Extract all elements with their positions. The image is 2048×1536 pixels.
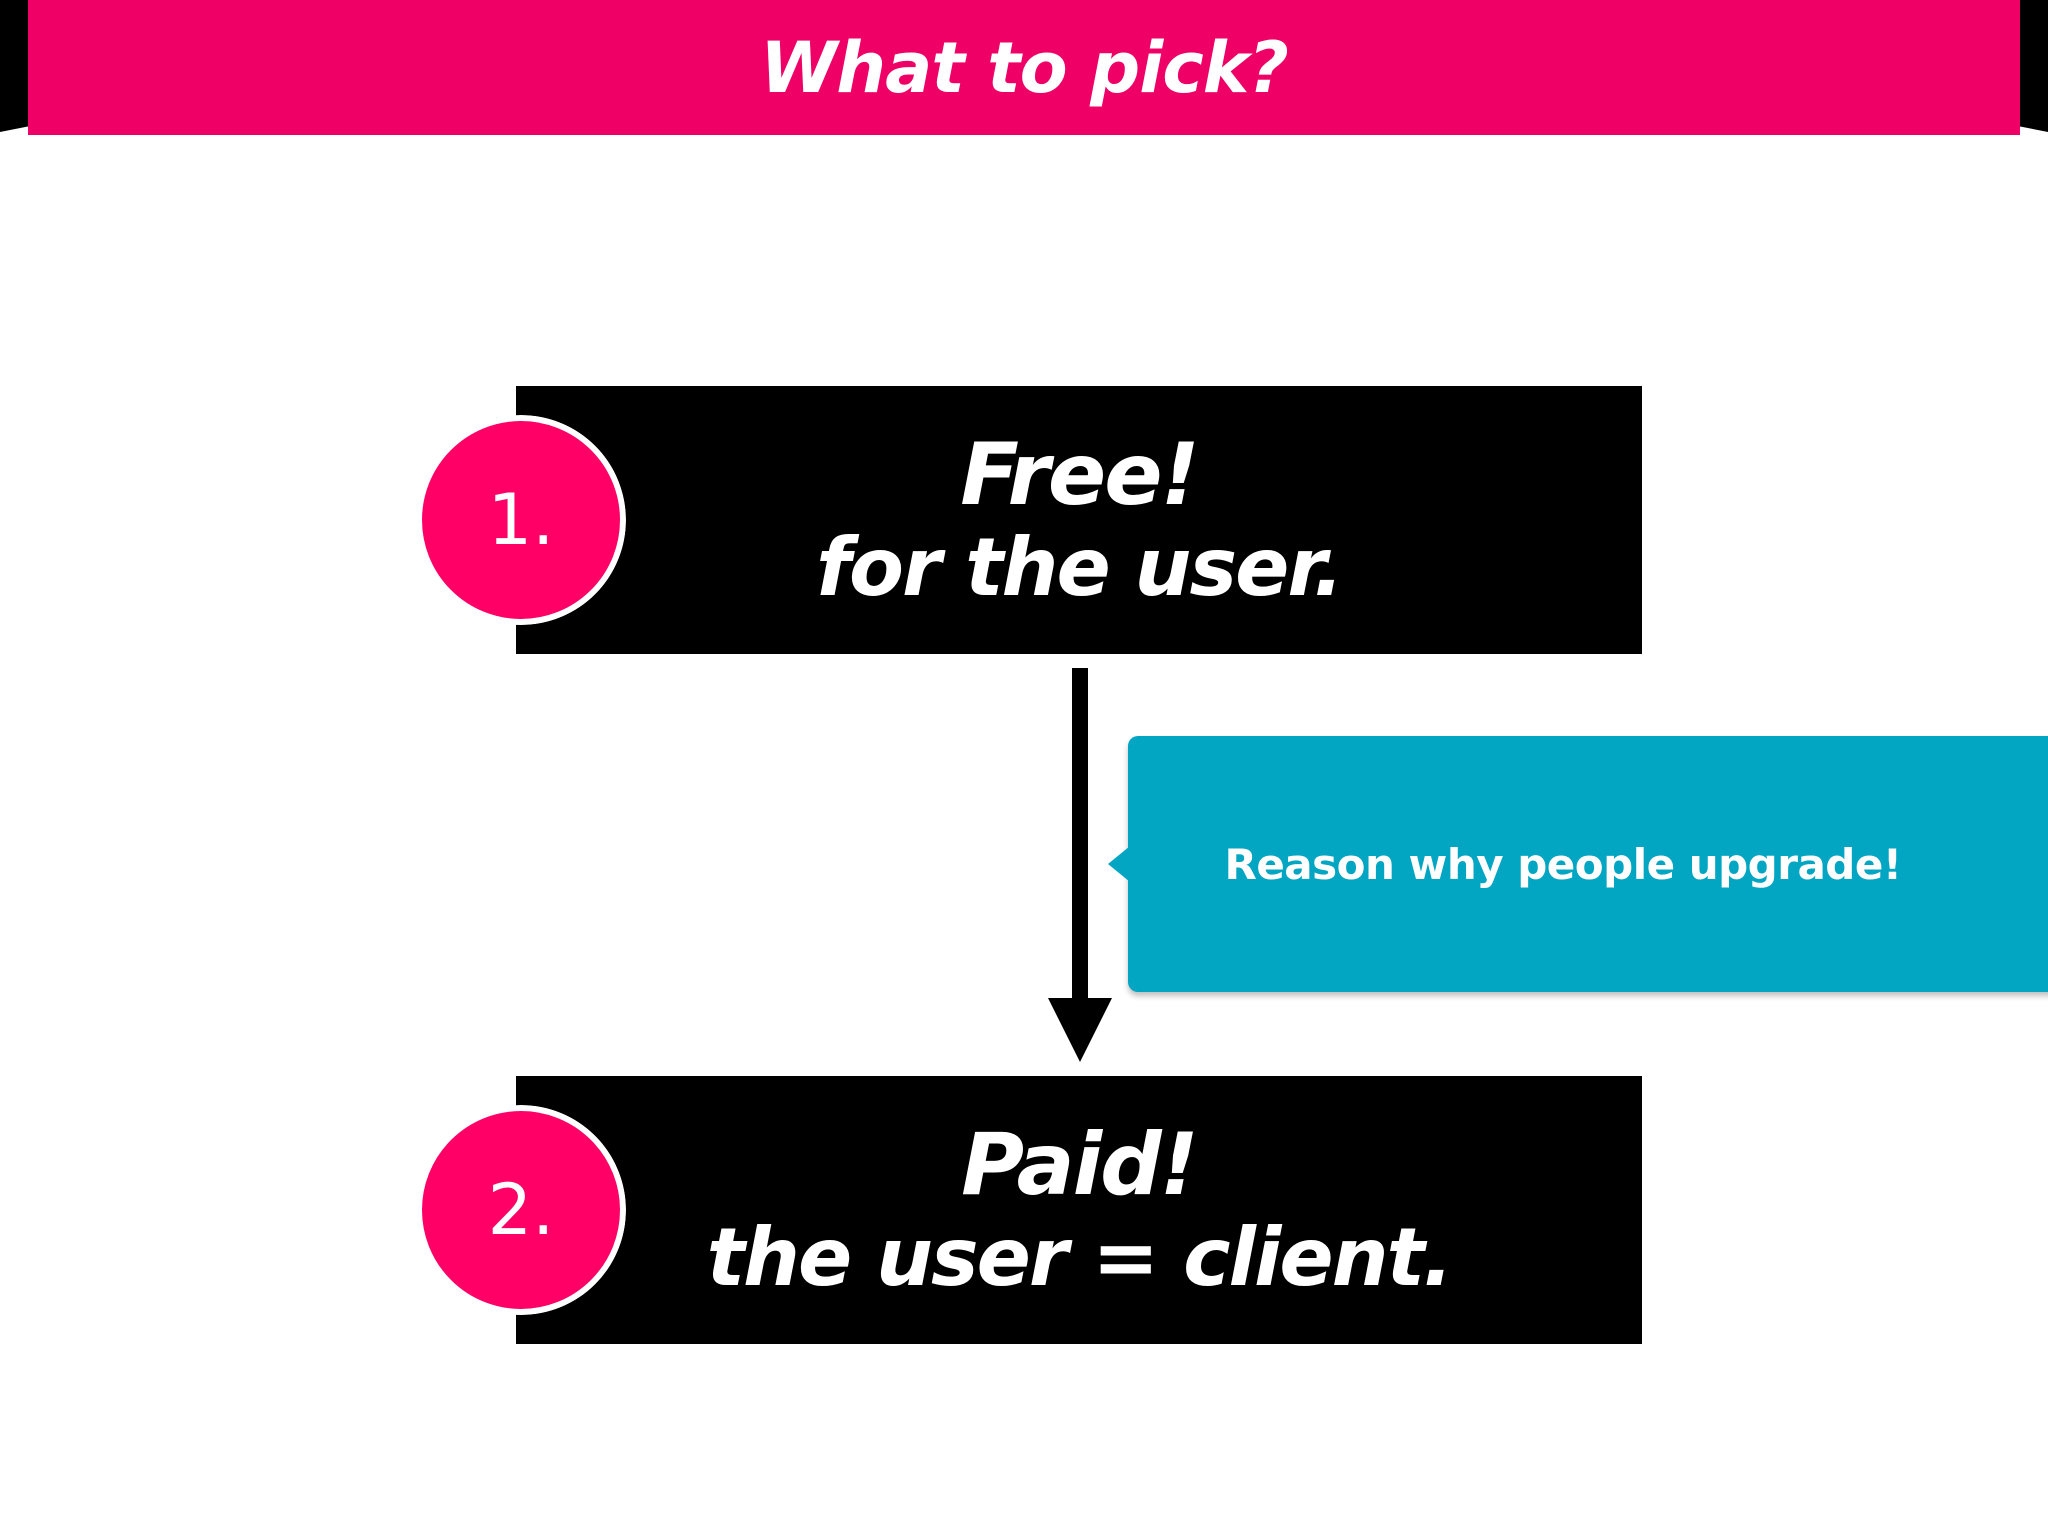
option-heading: Paid!: [961, 1115, 1199, 1216]
step-number-badge: 2.: [416, 1105, 626, 1315]
step-number: 1.: [487, 479, 555, 561]
option-box-paid: Paid! the user = client.: [516, 1076, 1642, 1344]
arrow-shaft: [1072, 668, 1088, 1004]
step-number: 2.: [487, 1169, 555, 1251]
down-arrow-icon: [1048, 668, 1112, 1062]
title-banner: What to pick?: [28, 0, 2020, 135]
callout-box: Reason why people upgrade!: [1108, 736, 2048, 992]
page-title: What to pick?: [760, 26, 1289, 109]
option-box-free: Free! for the user.: [516, 386, 1642, 654]
step-number-badge: 1.: [416, 415, 626, 625]
callout-text: Reason why people upgrade!: [1224, 839, 1902, 889]
arrow-head: [1048, 998, 1112, 1062]
option-subheading: for the user.: [816, 521, 1344, 615]
option-subheading: the user = client.: [706, 1211, 1453, 1305]
option-heading: Free!: [960, 425, 1200, 526]
